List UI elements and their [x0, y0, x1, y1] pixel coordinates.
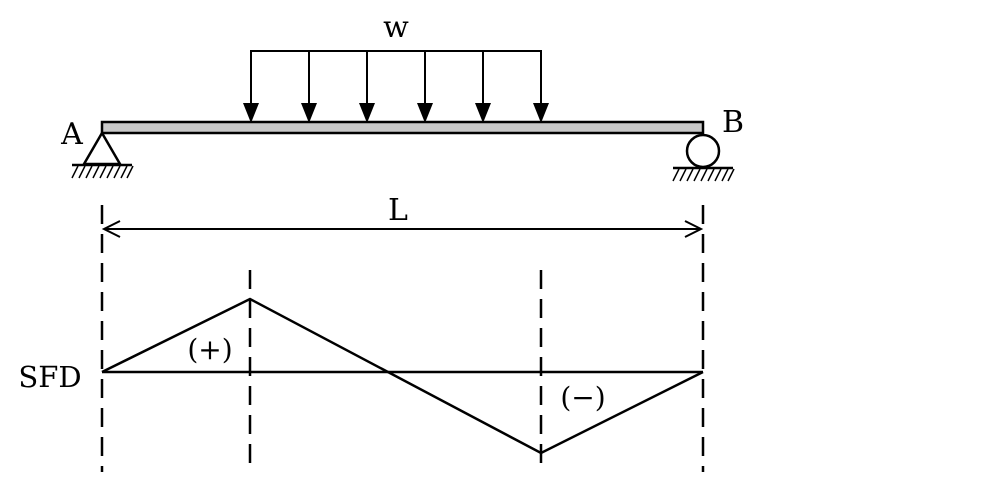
support-b-label: B	[722, 105, 744, 140]
hatch-line	[714, 168, 722, 182]
roller-support: B	[672, 105, 744, 182]
span-label: L	[388, 193, 408, 228]
sfd-negative-label: (−)	[560, 381, 605, 414]
sfd-title: SFD	[18, 360, 81, 394]
load-arrow-head	[243, 103, 259, 123]
hatch-line	[727, 168, 735, 182]
roller-ground-hatch	[672, 168, 735, 182]
sfd-positive-label: (+)	[187, 333, 232, 366]
span-dimension: L	[101, 193, 704, 238]
pin-support-triangle	[81, 130, 123, 166]
load-arrows	[243, 51, 549, 123]
hatch-line	[686, 168, 694, 182]
hatch-line	[672, 168, 680, 182]
roller-circle	[685, 133, 721, 169]
hatch-line	[99, 165, 107, 179]
hatch-line	[92, 165, 100, 179]
beam	[100, 120, 705, 135]
load-arrow-head	[533, 103, 549, 123]
hatch-line	[78, 165, 86, 179]
dimension-arrow-left	[101, 220, 121, 238]
hatch-line	[106, 165, 114, 179]
load-arrow-head	[417, 103, 433, 123]
load-arrow-head	[359, 103, 375, 123]
pin-support: A	[60, 117, 134, 179]
hatch-line	[707, 168, 715, 182]
hatch-line	[71, 165, 79, 179]
hatch-line	[85, 165, 93, 179]
sfd-curve	[101, 297, 704, 455]
hatch-line	[120, 165, 128, 179]
hatch-line	[113, 165, 121, 179]
load-arrow-head	[301, 103, 317, 123]
pin-ground-hatch	[71, 165, 134, 179]
load-label: w	[383, 10, 409, 45]
support-a-label: A	[60, 117, 83, 152]
hatch-line	[700, 168, 708, 182]
hatch-line	[693, 168, 701, 182]
hatch-line	[126, 165, 134, 179]
dimension-arrow-right	[684, 220, 704, 238]
hatch-line	[721, 168, 729, 182]
shear-force-diagram: SFD (+) (−)	[18, 297, 704, 455]
distributed-load: w	[243, 10, 549, 123]
hatch-line	[679, 168, 687, 182]
load-arrow-head	[475, 103, 491, 123]
